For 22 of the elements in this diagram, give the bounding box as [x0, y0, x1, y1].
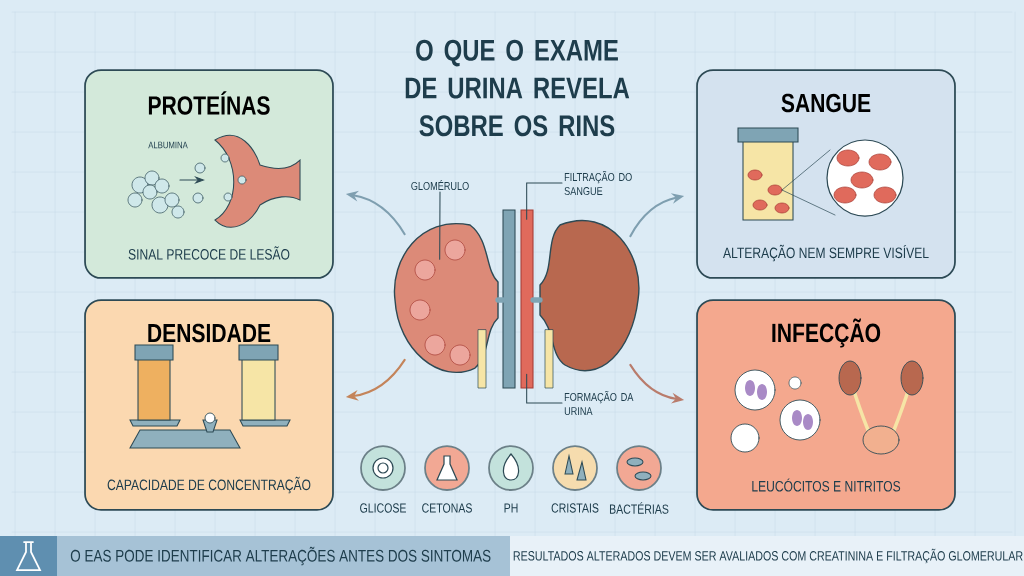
- info-card: [84, 69, 334, 279]
- card-title: SANGUE: [781, 93, 871, 113]
- card-caption: SINAL PRECOCE DE LESÃO: [128, 246, 290, 260]
- info-card: [696, 299, 956, 511]
- info-card: [84, 299, 334, 511]
- card-title: INFECÇÃO: [772, 318, 881, 348]
- part-label: GLOMÉRULO: [411, 180, 469, 190]
- part-label: ALBUMINA: [148, 141, 188, 149]
- part-label: FILTRAÇÃO DO SANGUE: [564, 170, 632, 196]
- footer-panel: RESULTADOS ALTERADOS DEVEM SER AVALIADOS COM CREATININA E FILTRAÇÃO GLOMERULAR: [510, 536, 1024, 576]
- title: O QUE O EXAME DE URINA REVELA SOBRE OS RINS: [405, 39, 630, 137]
- card-title: DENSIDADE: [148, 323, 271, 343]
- card-caption: ALTERAÇÃO NEM SEMPRE VISÍVEL: [723, 244, 929, 262]
- leader-line: [526, 373, 563, 404]
- leader-line: [526, 182, 563, 220]
- part-label: FORMAÇÃO DA URINA: [564, 390, 634, 416]
- kidney-drawing: [393, 209, 640, 389]
- card-caption: LEUCÓCITOS E NITRITOS: [752, 478, 901, 492]
- leader-line: [439, 191, 441, 260]
- info-card: [696, 69, 956, 279]
- card-caption: CAPACIDADE DE CONCENTRAÇÃO: [107, 476, 311, 494]
- card-title: PROTEÍNAS: [148, 91, 270, 115]
